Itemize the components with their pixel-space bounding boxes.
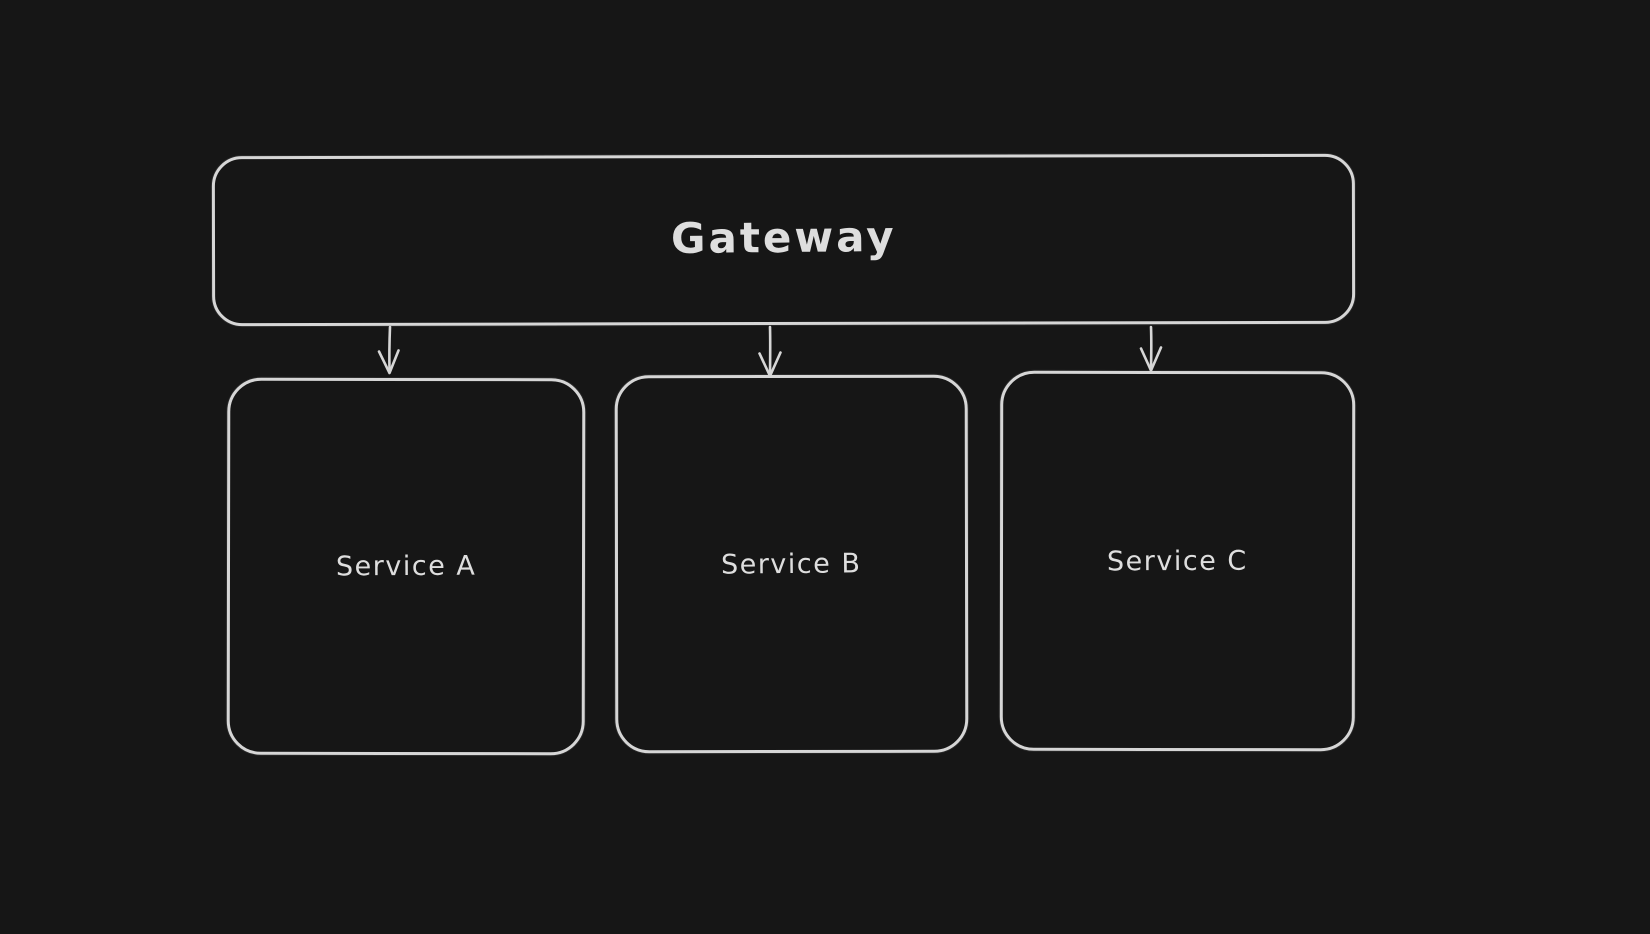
arrow-gateway-to-service-b [758, 325, 782, 378]
service-b-label: Service B [721, 547, 862, 581]
service-a-label: Service A [335, 550, 477, 583]
gateway-node: Gateway [211, 153, 1356, 327]
arrow-gateway-to-service-a [377, 325, 400, 375]
service-c-label: Service C [1107, 545, 1248, 577]
service-a-node: Service A [226, 377, 586, 756]
service-c-node: Service C [999, 370, 1356, 752]
gateway-label: Gateway [670, 211, 897, 263]
service-b-node: Service B [614, 374, 969, 754]
arrow-gateway-to-service-c [1139, 325, 1163, 372]
